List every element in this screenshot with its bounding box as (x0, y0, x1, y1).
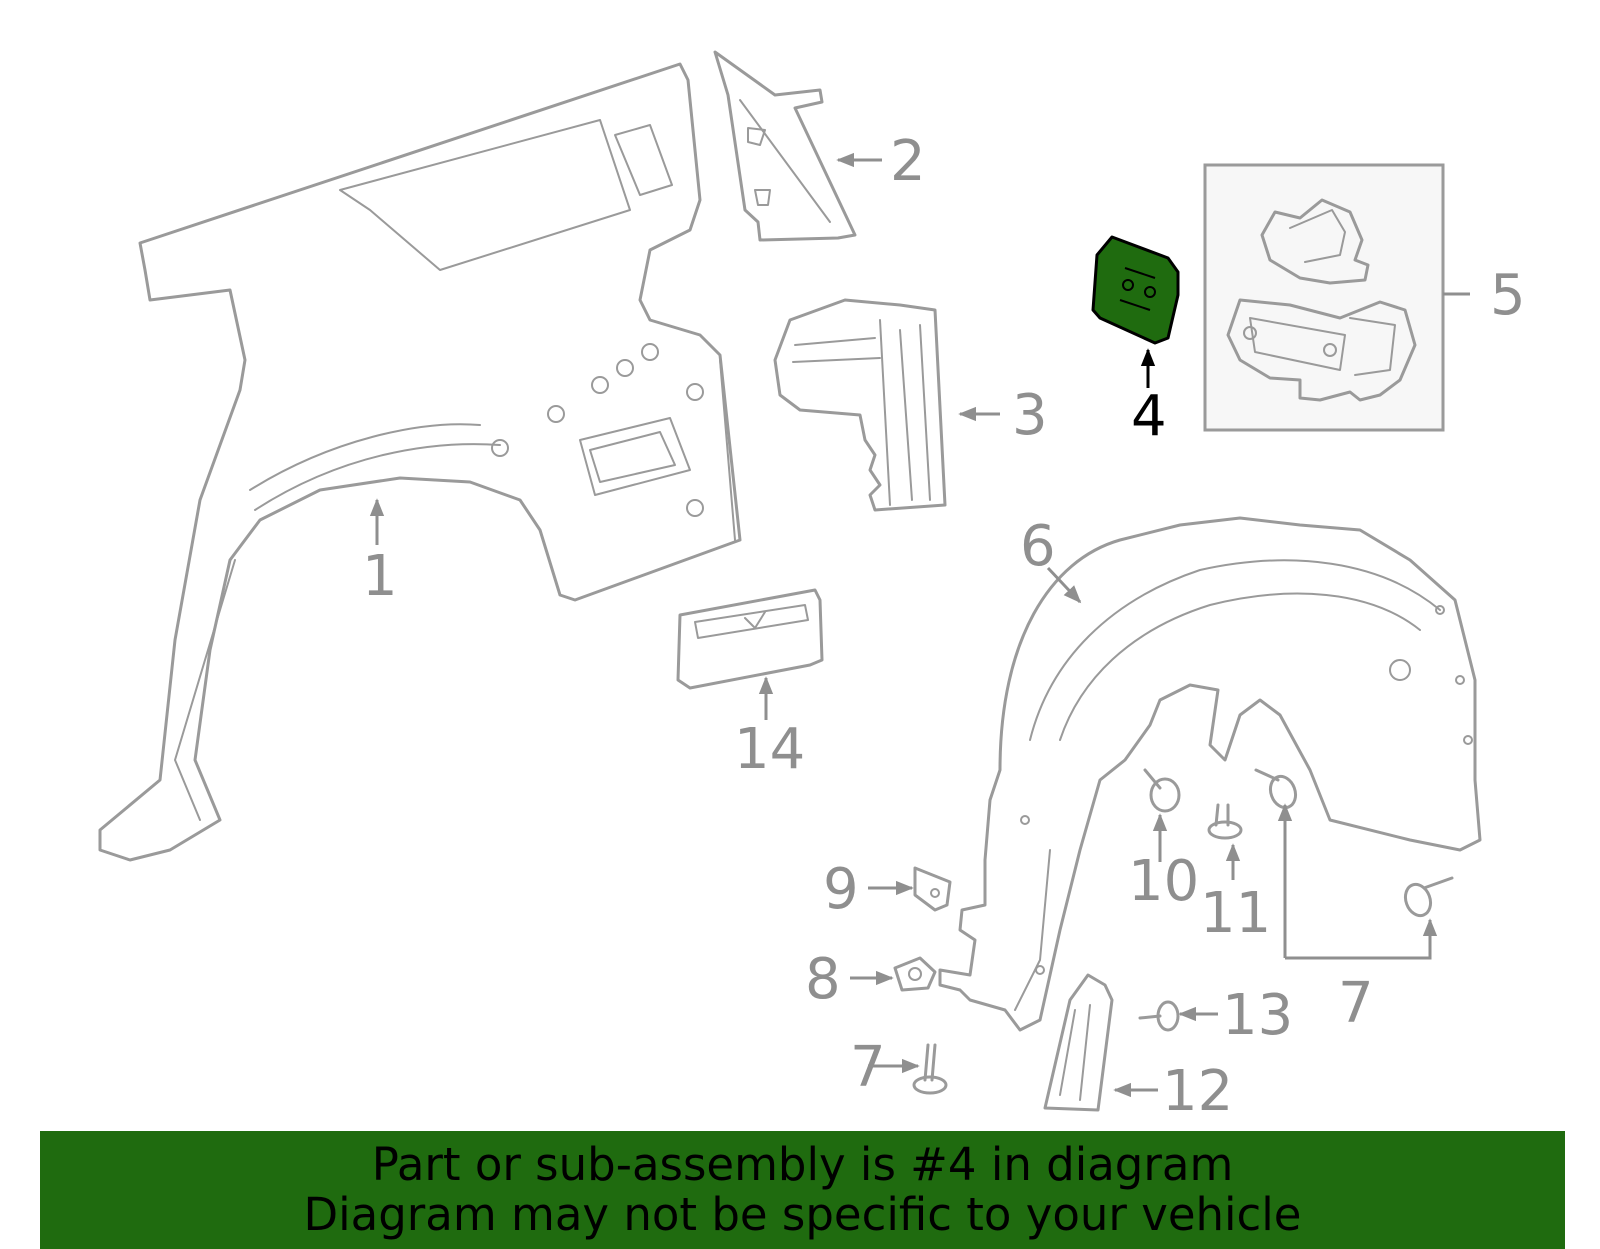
fastener-7-clip-right (1403, 876, 1454, 918)
part-6-wheelhouse-liner (938, 516, 1482, 1032)
callout-13: 13 (1222, 983, 1293, 1048)
part-2-pillar-reinforcement (713, 50, 857, 242)
callout-1: 1 (362, 544, 398, 609)
part-14-trim-panel (676, 588, 824, 690)
callout-11: 11 (1200, 881, 1271, 946)
fastener-9-clip (913, 866, 952, 912)
part-1-quarter-panel (98, 62, 742, 862)
fastener-11-bolt (1207, 803, 1243, 840)
callout-2: 2 (890, 129, 926, 194)
part-3-inner-panel (773, 298, 947, 512)
callout-8: 8 (805, 947, 841, 1012)
callout-7-right: 7 (1338, 971, 1374, 1036)
banner-line-2: Diagram may not be specific to your vehi… (303, 1188, 1302, 1241)
fastener-13-rivet (1138, 1000, 1180, 1032)
fastener-7-screw (912, 1043, 948, 1095)
callout-7-left: 7 (850, 1035, 886, 1100)
callout-6: 6 (1020, 514, 1056, 579)
callout-3: 3 (1012, 383, 1048, 448)
callout-14: 14 (734, 717, 805, 782)
callout-4: 4 (1131, 384, 1167, 449)
banner-line-1: Part or sub-assembly is #4 in diagram (371, 1138, 1234, 1191)
callout-9: 9 (823, 857, 859, 922)
part-4-highlighted-bracket (1091, 235, 1180, 345)
part-5-latch-assembly (1203, 163, 1470, 432)
leader-lines (369, 152, 1438, 1098)
fastener-7-clip-mid (1254, 768, 1298, 810)
callout-12: 12 (1162, 1059, 1233, 1124)
callout-5: 5 (1490, 263, 1526, 328)
fastener-8-nut (893, 956, 937, 992)
callout-10: 10 (1128, 849, 1199, 914)
notice-banner: Part or sub-assembly is #4 in diagram Di… (40, 1131, 1565, 1249)
part-12-splash-shield (1043, 973, 1114, 1112)
fastener-10-push-pin (1143, 768, 1181, 813)
